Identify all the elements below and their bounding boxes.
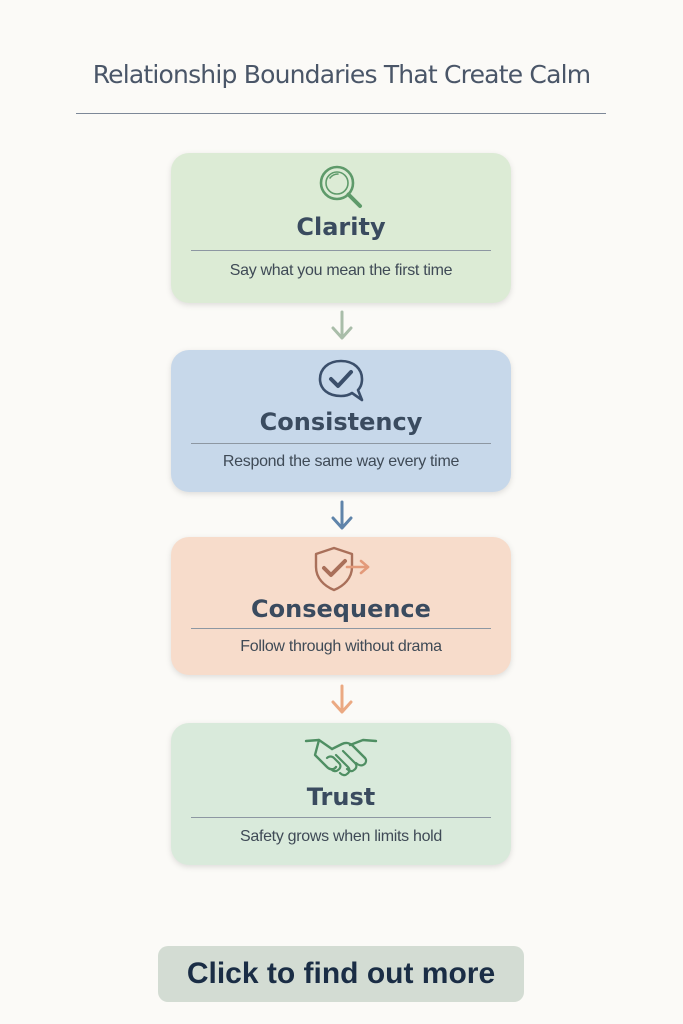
shield-check-arrow-icon [314,546,370,592]
page-title: Relationship Boundaries That Create Calm [92,60,591,89]
arrow-down-icon [331,684,353,714]
step-description: Say what you mean the first time [229,262,453,279]
step-title: Consequence [251,595,431,623]
arrow-down-icon [331,500,353,530]
find-out-more-button[interactable]: Click to find out more [158,946,524,1002]
step-title: Trust [306,783,376,811]
step-divider [191,443,491,444]
step-divider [191,250,491,251]
magnifying-glass-icon [319,165,362,208]
arrow-down-icon [331,310,353,340]
step-description: Follow through without drama [240,638,442,655]
step-card-consistency: Consistency Respond the same way every t… [171,350,511,492]
step-title: Consistency [259,408,423,436]
step-divider [191,628,491,629]
handshake-icon [304,738,378,777]
title-divider [76,113,606,114]
step-card-clarity: Clarity Say what you mean the first time [171,153,511,303]
step-card-trust: Trust Safety grows when limits hold [171,723,511,865]
step-title: Clarity [296,213,386,241]
step-description: Respond the same way every time [222,453,460,470]
step-divider [191,817,491,818]
step-description: Safety grows when limits hold [239,828,443,845]
checkmark-speech-bubble-icon [318,359,364,402]
step-card-consequence: Consequence Follow through without drama [171,537,511,675]
